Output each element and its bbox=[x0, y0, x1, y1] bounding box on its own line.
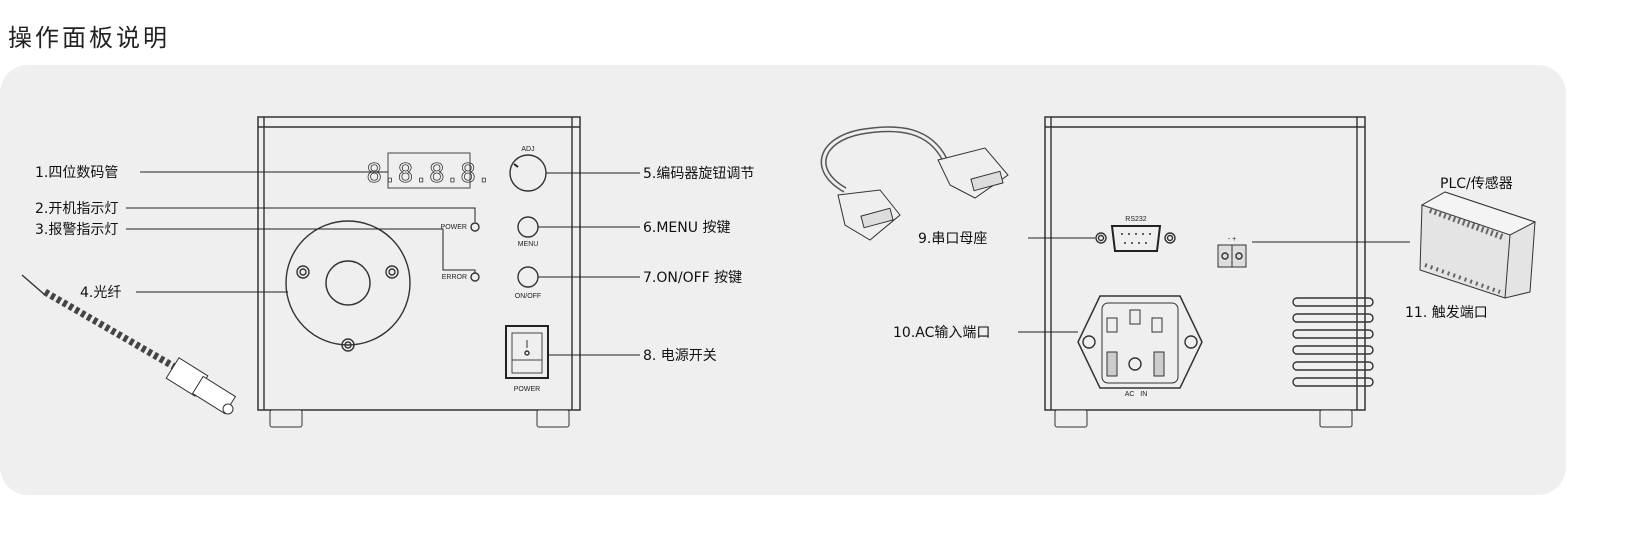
power-switch[interactable] bbox=[505, 325, 549, 379]
front-unit: 8.8.8.8. ADJ POWER ERROR MENU ON/OFF POW… bbox=[257, 116, 581, 428]
label-encoder: 5.编码器旋钮调节 bbox=[643, 166, 754, 182]
switch-label: POWER bbox=[514, 386, 540, 393]
fiber-port bbox=[285, 220, 411, 352]
label-ac: 10.AC输入端口 bbox=[893, 325, 990, 341]
label-serial: 9.串口母座 bbox=[918, 231, 987, 247]
label-menu: 6.MENU 按键 bbox=[643, 220, 730, 236]
menu-label: MENU bbox=[518, 241, 539, 248]
vent-slots bbox=[1292, 297, 1374, 387]
digit-display: 8.8.8.8. bbox=[366, 159, 491, 189]
plc-sensor-device bbox=[1419, 191, 1537, 299]
rear-unit: RS232 - + AC IN bbox=[1044, 116, 1374, 428]
label-fiber: 4.光纤 bbox=[80, 285, 121, 301]
ac-in-label: AC IN bbox=[1125, 391, 1148, 398]
label-display: 1.四位数码管 bbox=[35, 165, 118, 181]
terminal-polarity: - + bbox=[1228, 236, 1236, 243]
label-trigger: 11. 触发端口 bbox=[1405, 305, 1488, 321]
power-led bbox=[470, 222, 480, 232]
label-onoff: 7.ON/OFF 按键 bbox=[643, 270, 742, 286]
ac-inlet[interactable] bbox=[1077, 295, 1203, 389]
page-title: 操作面板说明 bbox=[8, 24, 170, 52]
rs232-port[interactable] bbox=[1095, 225, 1176, 252]
rs232-label: RS232 bbox=[1125, 216, 1147, 223]
trigger-terminal[interactable] bbox=[1217, 244, 1247, 268]
error-led-label: ERROR bbox=[442, 274, 467, 281]
serial-cable bbox=[820, 126, 1009, 241]
onoff-label: ON/OFF bbox=[515, 293, 541, 300]
label-power-led: 2.开机指示灯 bbox=[35, 201, 118, 217]
adj-label: ADJ bbox=[521, 146, 534, 153]
label-switch: 8. 电源开关 bbox=[643, 348, 717, 364]
label-plc: PLC/传感器 bbox=[1440, 175, 1513, 192]
power-led-label: POWER bbox=[441, 224, 467, 231]
label-error-led: 3.报警指示灯 bbox=[35, 222, 118, 238]
optical-fiber bbox=[21, 274, 237, 415]
